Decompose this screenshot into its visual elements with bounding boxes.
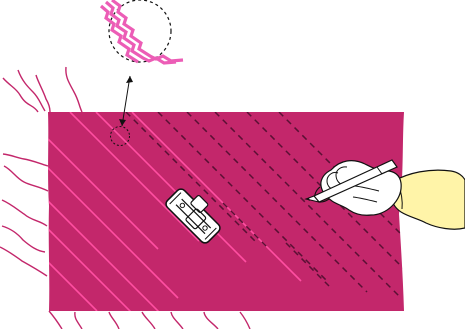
presser-foot-slot bbox=[175, 204, 206, 235]
pencil-band bbox=[376, 166, 383, 175]
left-thread bbox=[2, 153, 49, 167]
presser-foot-slot bbox=[181, 198, 212, 229]
marking-line bbox=[125, 112, 256, 242]
left-thread bbox=[1, 199, 48, 227]
presser-foot-opening bbox=[185, 208, 207, 230]
bottom-thread bbox=[203, 311, 219, 329]
stitched-line bbox=[48, 138, 159, 250]
sleeve bbox=[390, 169, 465, 230]
presser-foot-screw bbox=[179, 202, 186, 209]
bottom-thread bbox=[108, 311, 120, 329]
finger bbox=[354, 185, 380, 192]
pencil-tip bbox=[304, 195, 321, 203]
stitched-line bbox=[48, 166, 179, 299]
bottom-thread bbox=[74, 311, 83, 329]
bottom-thread bbox=[141, 311, 156, 329]
double-arrow-icon bbox=[126, 76, 133, 83]
fabric-pattern bbox=[48, 112, 404, 311]
pencil-lead bbox=[306, 198, 310, 201]
top-left-thread bbox=[35, 74, 51, 113]
top-left-thread bbox=[2, 77, 39, 113]
stitched-line bbox=[48, 200, 163, 311]
stitched-line bbox=[48, 261, 98, 311]
stitched-line bbox=[131, 112, 302, 282]
zigzag-detail-icon bbox=[99, 4, 139, 64]
stitched-line bbox=[48, 228, 133, 311]
left-thread bbox=[0, 246, 48, 277]
double-arrow-icon bbox=[119, 119, 126, 126]
bottom-thread bbox=[239, 311, 251, 329]
stitched-line bbox=[69, 112, 200, 242]
marking-line bbox=[157, 112, 330, 284]
zigzag-detail-callout bbox=[99, 0, 184, 146]
hand-with-pencil-icon bbox=[304, 159, 465, 230]
top-left-thread bbox=[17, 69, 46, 112]
presser-foot-icon bbox=[165, 188, 221, 244]
top-left-thread bbox=[65, 66, 83, 113]
presser-foot-edge bbox=[169, 192, 217, 240]
presser-foot-screw bbox=[202, 225, 208, 231]
zigzag-detail-icon bbox=[111, 0, 184, 63]
finger bbox=[352, 196, 378, 203]
bottom-thread bbox=[48, 310, 63, 329]
left-thread bbox=[3, 165, 49, 192]
detail-target-circle bbox=[110, 126, 130, 146]
fabric-fringe bbox=[0, 66, 251, 329]
left-thread bbox=[1, 225, 46, 253]
presser-foot-shank bbox=[190, 195, 209, 213]
stitched-line bbox=[95, 112, 247, 263]
fabric-panel bbox=[48, 112, 404, 311]
double-arrow-icon bbox=[121, 75, 131, 127]
marking-line bbox=[186, 112, 368, 293]
bottom-thread bbox=[170, 311, 184, 329]
